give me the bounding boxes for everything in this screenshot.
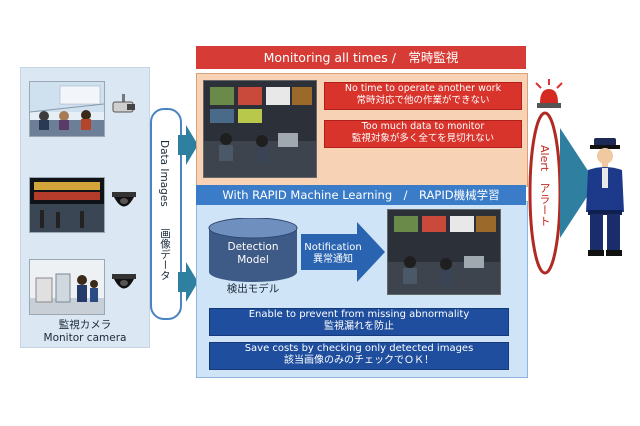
- camera-label-ja: 監視カメラ: [58, 319, 112, 331]
- issue-box-1: No time to operate another work 常時対応で他の作…: [324, 82, 522, 110]
- arrow-to-rapid: [178, 262, 198, 302]
- monitoring-section: No time to operate another work 常時対応で他の作…: [196, 73, 528, 187]
- benefit-box-2: Save costs by checking only detected ima…: [209, 342, 509, 370]
- model-line-2: Model: [237, 254, 269, 266]
- security-gate-scene-image: [29, 259, 105, 315]
- control-room-image: [203, 80, 317, 178]
- control-room-image: [387, 209, 501, 295]
- benefit-2-ja: 該当画像のみのチェックでＯＫ！: [284, 355, 434, 366]
- siren-icon: [535, 79, 563, 108]
- issue-1-ja: 常時対応で他の作業ができない: [356, 95, 490, 106]
- notification-label: Notification 異常通知: [301, 242, 365, 266]
- model-line-1: Detection: [227, 241, 279, 253]
- security-guard-icon: [586, 138, 624, 256]
- rapid-section: Detection Model 検出モデル Notification 異常通知 …: [196, 201, 528, 378]
- notify-ja: 異常通知: [313, 254, 353, 265]
- dome-camera-icon: [109, 190, 139, 220]
- monitoring-header: Monitoring all times / 常時監視: [196, 46, 526, 69]
- issue-box-2: Too much data to monitor 監視対象が多く全てを見切れない: [324, 120, 522, 148]
- data-images-column: Data Images 画像データ: [150, 108, 182, 320]
- dome-camera-icon: [109, 272, 139, 302]
- benefit-1-ja: 監視漏れを防止: [324, 321, 394, 332]
- benefit-box-1: Enable to prevent from missing abnormali…: [209, 308, 509, 336]
- issue-2-ja: 監視対象が多く全てを見切れない: [351, 133, 495, 144]
- rapid-header: With RAPID Machine Learning / RAPID機械学習: [196, 185, 526, 205]
- airport-scene-image: [29, 81, 105, 137]
- benefit-1-en: Enable to prevent from missing abnormali…: [248, 309, 470, 320]
- detection-model-label: Detection Model: [207, 241, 299, 267]
- model-label-ja: 検出モデル: [226, 283, 280, 295]
- benefit-2-en: Save costs by checking only detected ima…: [244, 343, 474, 354]
- database-icon: [208, 218, 298, 282]
- arrow-to-guard: [560, 128, 596, 238]
- notification-arrow: [301, 222, 385, 282]
- station-scene-image: [29, 177, 105, 233]
- issue-1-en: No time to operate another work: [344, 83, 502, 94]
- camera-label-en: Monitor camera: [43, 332, 127, 344]
- data-images-label-ja: 画像データ: [159, 228, 171, 281]
- camera-panel: 監視カメラ Monitor camera: [20, 67, 150, 348]
- notify-en: Notification: [304, 242, 362, 253]
- issue-2-en: Too much data to monitor: [361, 121, 485, 132]
- arrow-to-monitoring: [178, 125, 198, 165]
- data-images-label-en: Data Images: [158, 140, 170, 207]
- alert-label: Alert アラート: [538, 145, 551, 227]
- ceiling-camera-icon: [111, 94, 137, 124]
